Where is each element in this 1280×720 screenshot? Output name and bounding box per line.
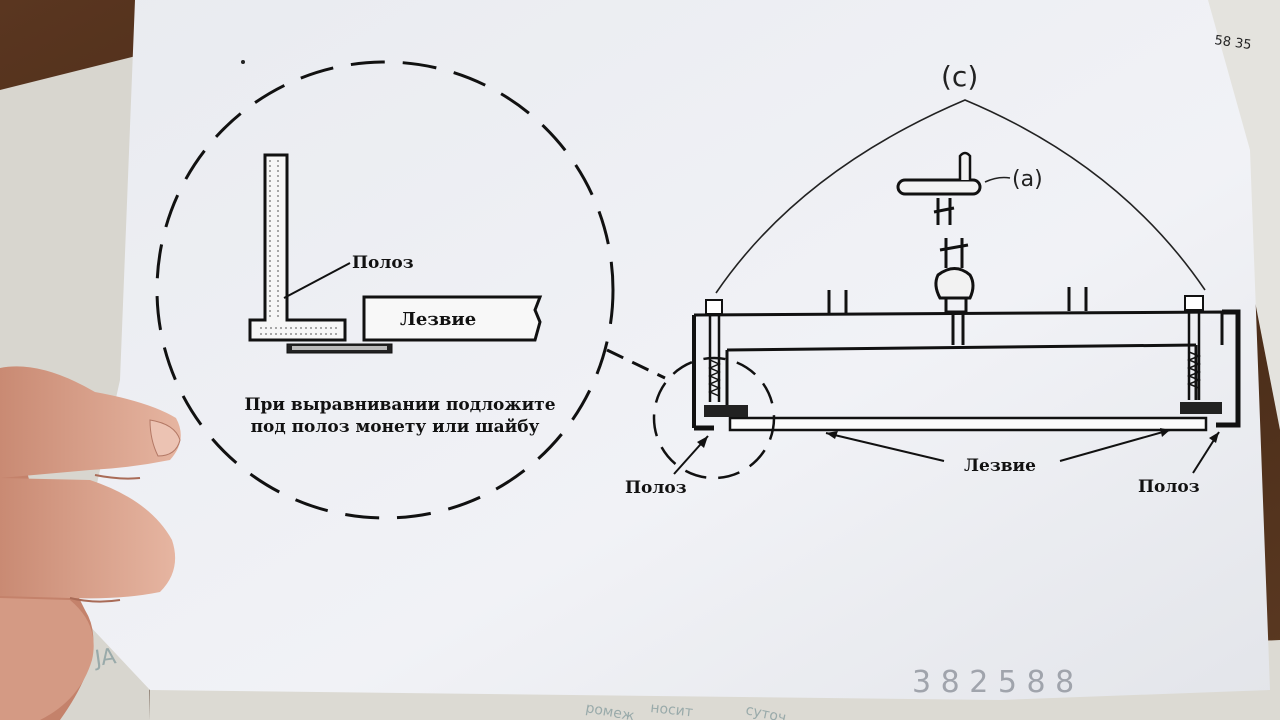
skid-profile bbox=[248, 153, 347, 342]
right-screw-head bbox=[1184, 295, 1204, 311]
hand bbox=[0, 366, 181, 720]
center-knob-neck bbox=[944, 298, 968, 314]
skid-leader-line bbox=[283, 262, 351, 299]
detail-label-skid: Полоз bbox=[352, 253, 414, 273]
main-label-skid-left: Полоз bbox=[625, 478, 687, 498]
paper-dot bbox=[241, 60, 245, 64]
center-shaft bbox=[939, 238, 969, 268]
arrowhead-skid-left bbox=[697, 436, 708, 448]
detail-label-blade: Лезвие bbox=[400, 309, 476, 330]
detail-callout-circle bbox=[652, 356, 776, 480]
arrow-blade-left bbox=[825, 432, 945, 462]
t-handle bbox=[896, 178, 982, 196]
detail-view: Полоз Лезвие При выравнивании подложите … bbox=[155, 60, 615, 520]
corner-number: 58 35 bbox=[1213, 33, 1252, 53]
handle-shaft-upper bbox=[933, 198, 955, 225]
finger-crease-1 bbox=[94, 474, 141, 480]
detail-note-line-2: под полоз монету или шайбу bbox=[251, 417, 540, 437]
top-pins-right bbox=[1067, 287, 1088, 311]
coin-shim-inner bbox=[292, 346, 387, 350]
arrow-blade-right bbox=[1059, 429, 1171, 462]
right-skid bbox=[1216, 309, 1241, 428]
left-foot-pad bbox=[704, 405, 748, 417]
finger-ring bbox=[0, 598, 94, 720]
hand-leader-a bbox=[984, 176, 1011, 183]
handle-top-pin bbox=[958, 151, 972, 180]
right-foot-pad bbox=[1180, 402, 1222, 414]
arrowhead-skid-right bbox=[1209, 432, 1219, 443]
top-pins-left bbox=[827, 290, 848, 313]
main-label-blade: Лезвие bbox=[964, 456, 1036, 476]
right-screw-shaft bbox=[1187, 310, 1201, 400]
main-label-skid-right: Полоз bbox=[1138, 477, 1200, 497]
hand-arc-c bbox=[715, 99, 1206, 294]
magnifier-connector bbox=[606, 348, 666, 380]
blade-detail bbox=[362, 295, 543, 342]
jig-inner-bar bbox=[726, 343, 1197, 352]
finger-middle bbox=[0, 478, 176, 599]
center-post bbox=[951, 312, 965, 345]
right-screw-spring bbox=[1186, 351, 1202, 389]
left-screw-spring bbox=[708, 359, 721, 397]
detail-magnifier-circle bbox=[155, 60, 615, 520]
center-knob bbox=[934, 267, 975, 300]
arrowhead-blade-left bbox=[826, 431, 838, 439]
left-screw-head bbox=[705, 299, 723, 315]
detail-note-line-1: При выравнивании подложите bbox=[244, 395, 555, 415]
finger-crease-2 bbox=[69, 597, 121, 603]
hand-label-c: (c) bbox=[941, 60, 978, 93]
paper-sheet bbox=[70, 0, 1270, 700]
underlay-text-bottom-2: носит bbox=[650, 700, 694, 720]
index-fingernail bbox=[149, 419, 181, 457]
hand-label-a: (a) bbox=[1012, 167, 1043, 192]
jig-blade bbox=[728, 416, 1208, 432]
bottom-handwritten-number: 3 8 2 5 8 8 bbox=[912, 665, 1074, 700]
finger-index bbox=[0, 366, 181, 478]
jig-side-view bbox=[652, 151, 1241, 480]
arrowhead-blade-right bbox=[1160, 428, 1170, 437]
